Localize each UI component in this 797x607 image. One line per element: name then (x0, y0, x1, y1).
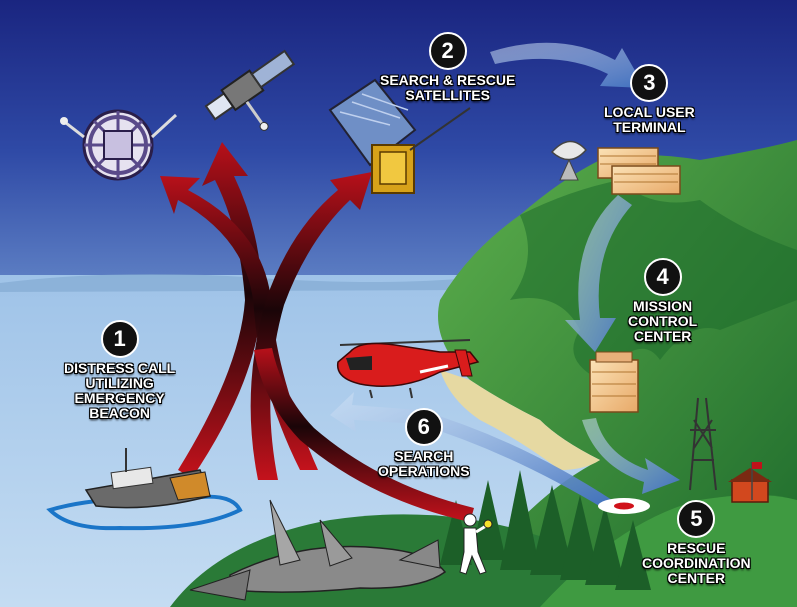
step-3-local-user-terminal: 3 LOCAL USER TERMINAL (604, 64, 695, 135)
local-user-terminal-icon (550, 140, 681, 195)
step-6-label: SEARCH OPERATIONS (378, 448, 470, 479)
mission-control-center-icon (589, 351, 639, 413)
step-3-badge: 3 (630, 64, 669, 102)
helicopter-icon (336, 339, 480, 399)
step-4-label: MISSION CONTROL CENTER (628, 298, 698, 344)
person-with-beacon-icon (459, 513, 493, 575)
satellite-left-icon (60, 109, 178, 181)
arrow-mission-to-rescue (582, 418, 680, 494)
step-2-satellites: 2 SEARCH & RESCUE SATELLITES (380, 32, 515, 103)
step-1-badge: 1 (100, 320, 139, 358)
step-2-badge: 2 (428, 32, 467, 70)
step-4-mission-control: 4 MISSION CONTROL CENTER (628, 258, 697, 344)
sinking-ship-icon (46, 448, 243, 531)
step-1-label: DISTRESS CALL UTILIZING EMERGENCY BEACON (64, 360, 176, 421)
step-2-label: SEARCH & RESCUE SATELLITES (380, 72, 516, 103)
beacon-signal-arrows (160, 142, 474, 522)
step-6-search-operations: 6 SEARCH OPERATIONS (378, 408, 470, 479)
step-4-badge: 4 (643, 258, 682, 296)
arrow-satellite-to-terminal (490, 42, 645, 88)
crashed-plane-icon (189, 499, 447, 601)
satellite-middle-icon (204, 49, 296, 131)
distant-hills (0, 274, 470, 292)
flow-arrows (330, 42, 680, 510)
landing-target (598, 498, 650, 514)
arrow-rescue-to-search (330, 392, 612, 510)
step-6-badge: 6 (404, 408, 443, 446)
step-1-distress-call: 1 DISTRESS CALL UTILIZING EMERGENCY BEAC… (64, 320, 175, 421)
satellite-right-icon (328, 78, 471, 194)
rescue-coordination-center-icon (689, 397, 772, 503)
step-3-label: LOCAL USER TERMINAL (604, 104, 695, 135)
arrow-terminal-to-mission (565, 195, 632, 352)
beach (440, 370, 600, 470)
step-5-rescue-coordination: 5 RESCUE COORDINATION CENTER (642, 500, 751, 586)
step-5-badge: 5 (677, 500, 716, 538)
step-5-label: RESCUE COORDINATION CENTER (642, 540, 751, 586)
